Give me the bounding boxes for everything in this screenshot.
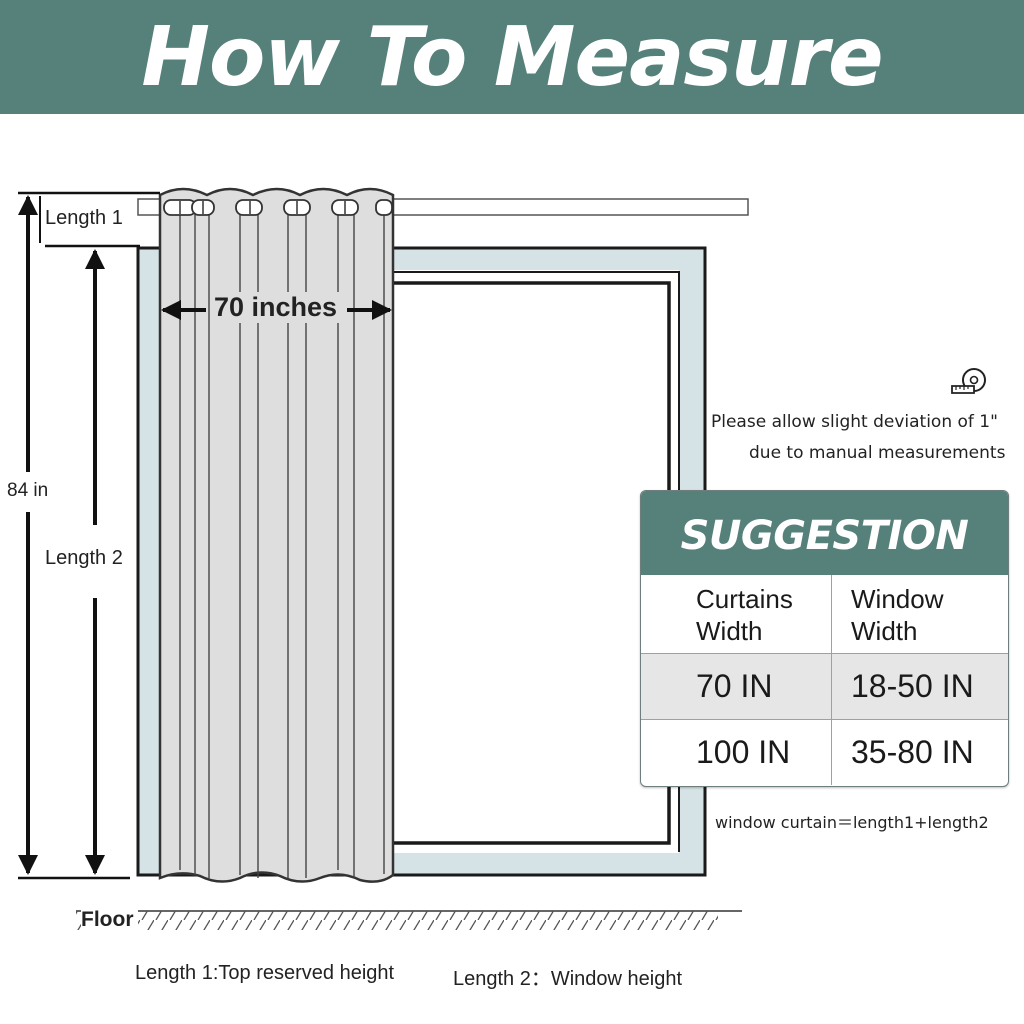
- deviation-note-line1: Please allow slight deviation of 1": [711, 412, 998, 432]
- total-height-label: 84 in: [7, 480, 49, 501]
- deviation-note-line2: due to manual measurements: [749, 443, 1006, 463]
- title-banner: How To Measure: [0, 0, 1024, 114]
- table-row: 70 IN 18-50 IN: [641, 653, 1008, 719]
- window-width-value: 18-50 IN: [831, 654, 1008, 719]
- formula-note: window curtain＝length1+length2: [715, 813, 989, 832]
- floor: [76, 910, 742, 930]
- curtains-width-value: 70 IN: [696, 668, 773, 704]
- legend-length2: Length 2：Window height: [453, 968, 683, 990]
- curtain-width-label: 70 inches: [212, 292, 340, 323]
- curtains-width-value: 100 IN: [696, 734, 791, 770]
- tape-measure-icon: [951, 368, 986, 394]
- suggestion-title: SUGGESTION: [641, 491, 1008, 575]
- length1-label: Length 1: [45, 207, 123, 229]
- length2-label: Length 2: [45, 547, 123, 570]
- table-row: 100 IN 35-80 IN: [641, 719, 1008, 785]
- page-title: How To Measure: [141, 10, 883, 105]
- header-window-width: Window Width: [831, 575, 1008, 653]
- legend-length1: Length 1:Top reserved height: [135, 962, 395, 984]
- suggestion-card: SUGGESTION Curtains Width Window Width 7…: [640, 490, 1009, 787]
- curtain-panel: [158, 187, 395, 883]
- window-width-value: 35-80 IN: [831, 720, 1008, 785]
- floor-label: Floor: [81, 908, 138, 932]
- header-curtains-width: Curtains Width: [696, 584, 793, 646]
- suggestion-header-row: Curtains Width Window Width: [641, 575, 1008, 653]
